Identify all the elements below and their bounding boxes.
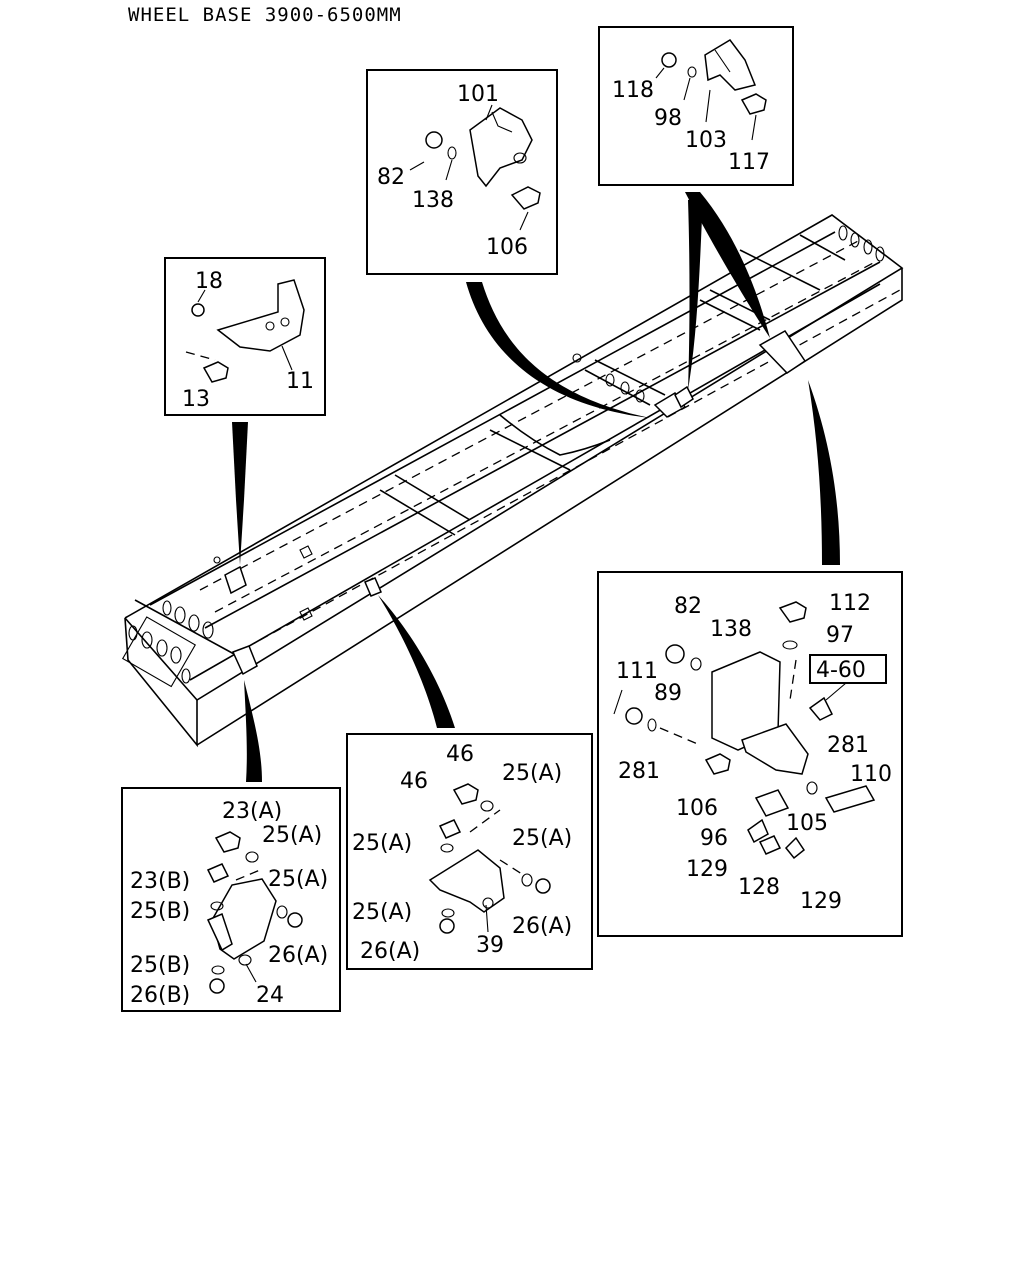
label-117: 117 [728,150,770,175]
detail-pointers [232,192,840,782]
label-25b: 25(B) [130,953,190,978]
detail-box-a [366,69,558,275]
label-25a: 25(A) [352,831,412,856]
label-23a: 23(A) [222,799,282,824]
label-25a: 25(A) [262,823,322,848]
detail-box-b [598,26,794,186]
label-129: 129 [800,889,842,914]
detail-box-c [164,257,326,416]
label-96: 96 [700,826,728,851]
labels-detail-f: 23(A) 25(A) 23(B) 25(A) 25(B) 26(A) 25(B… [130,799,328,1008]
page-title: WHEEL BASE 3900-6500MM [128,4,402,26]
labels-detail-a: 101 82 138 106 [377,82,528,260]
labels-detail-b: 118 98 103 117 [612,78,770,175]
label-118: 118 [612,78,654,103]
label-25a: 25(A) [502,761,562,786]
label-25a: 25(A) [268,867,328,892]
label-26b: 26(B) [130,983,190,1008]
label-46: 46 [446,742,474,767]
label-101: 101 [457,82,499,107]
label-129: 129 [686,857,728,882]
label-24: 24 [256,983,284,1008]
label-39: 39 [476,933,504,958]
labels-detail-d: 82 112 138 97 4-60 111 89 281 281 110 10… [616,591,892,914]
label-4-60: 4-60 [816,658,866,683]
labels-detail-e: 46 46 25(A) 25(A) 25(A) 25(A) 26(A) 26(A… [352,742,572,964]
label-138: 138 [710,617,752,642]
label-281: 281 [827,733,869,758]
detail-box-f [121,787,341,1012]
label-46: 46 [400,769,428,794]
label-25a: 25(A) [512,826,572,851]
label-281: 281 [618,759,660,784]
label-26a: 26(A) [512,914,572,939]
label-105: 105 [786,811,828,836]
label-82: 82 [674,594,702,619]
label-110: 110 [850,762,892,787]
label-111: 111 [616,659,658,684]
rear-crossmember-holes [838,225,885,262]
detail-box-e [346,733,593,970]
label-97: 97 [826,623,854,648]
label-18: 18 [195,269,223,294]
label-82: 82 [377,165,405,190]
chassis-frame [121,214,904,748]
label-128: 128 [738,875,780,900]
label-25b: 25(B) [130,899,190,924]
label-13: 13 [182,387,210,412]
label-11: 11 [286,369,314,394]
label-98: 98 [654,106,682,131]
label-106: 106 [676,796,718,821]
label-26a: 26(A) [360,939,420,964]
label-89: 89 [654,681,682,706]
label-112: 112 [829,591,871,616]
label-106: 106 [486,235,528,260]
labels-detail-c: 18 11 13 [182,269,314,412]
label-25a: 25(A) [352,900,412,925]
detail-box-d [597,571,903,937]
label-103: 103 [685,128,727,153]
crossmember-holes [128,600,214,684]
label-138: 138 [412,188,454,213]
label-23b: 23(B) [130,869,190,894]
label-26a: 26(A) [268,943,328,968]
